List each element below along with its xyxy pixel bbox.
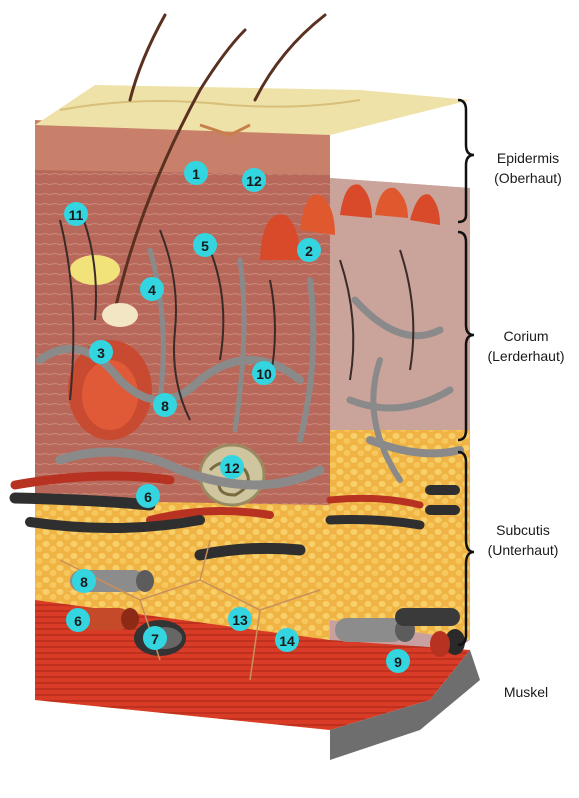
marker-2: 2 [297, 238, 321, 262]
marker-number: 7 [151, 631, 159, 647]
marker-number: 2 [305, 243, 313, 259]
marker-number: 8 [161, 398, 169, 414]
marker-4: 4 [140, 277, 164, 301]
marker-10: 10 [252, 361, 276, 385]
label-subcutis-sub: (Unterhaut) [470, 540, 576, 560]
layer-brackets [450, 90, 480, 650]
marker-6: 6 [136, 484, 160, 508]
marker-3: 3 [89, 340, 113, 364]
marker-14: 14 [275, 628, 299, 652]
marker-number: 3 [97, 345, 105, 361]
marker-12: 12 [242, 168, 266, 192]
label-subcutis: Subcutis (Unterhaut) [470, 520, 576, 560]
label-corium-name: Corium [473, 326, 579, 346]
marker-8: 8 [153, 393, 177, 417]
bracket-corium [458, 232, 474, 440]
marker-number: 5 [201, 238, 209, 254]
marker-number: 12 [246, 173, 262, 189]
marker-7: 7 [143, 626, 167, 650]
marker-number: 1 [192, 166, 200, 182]
marker-number: 13 [232, 612, 248, 628]
label-epidermis-name: Epidermis [478, 148, 578, 168]
marker-number: 8 [80, 574, 88, 590]
marker-number: 12 [224, 460, 240, 476]
label-epidermis: Epidermis (Oberhaut) [478, 148, 578, 188]
label-corium: Corium (Lerderhaut) [473, 326, 579, 366]
label-subcutis-name: Subcutis [470, 520, 576, 540]
marker-number: 4 [148, 282, 156, 298]
marker-number: 6 [74, 613, 82, 629]
label-muskel: Muskel [486, 682, 566, 702]
marker-5: 5 [193, 233, 217, 257]
marker-number: 6 [144, 489, 152, 505]
label-muskel-name: Muskel [486, 682, 566, 702]
bracket-epidermis [458, 100, 474, 222]
marker-number: 14 [279, 633, 295, 649]
marker-8: 8 [72, 569, 96, 593]
label-corium-sub: (Lerderhaut) [473, 346, 579, 366]
marker-1: 1 [184, 161, 208, 185]
marker-11: 11 [64, 202, 88, 226]
marker-number: 11 [69, 207, 84, 223]
label-epidermis-sub: (Oberhaut) [478, 168, 578, 188]
marker-number: 10 [256, 366, 272, 382]
marker-number: 9 [394, 654, 402, 670]
marker-13: 13 [228, 607, 252, 631]
marker-6: 6 [66, 608, 90, 632]
marker-12: 12 [220, 455, 244, 479]
marker-9: 9 [386, 649, 410, 673]
